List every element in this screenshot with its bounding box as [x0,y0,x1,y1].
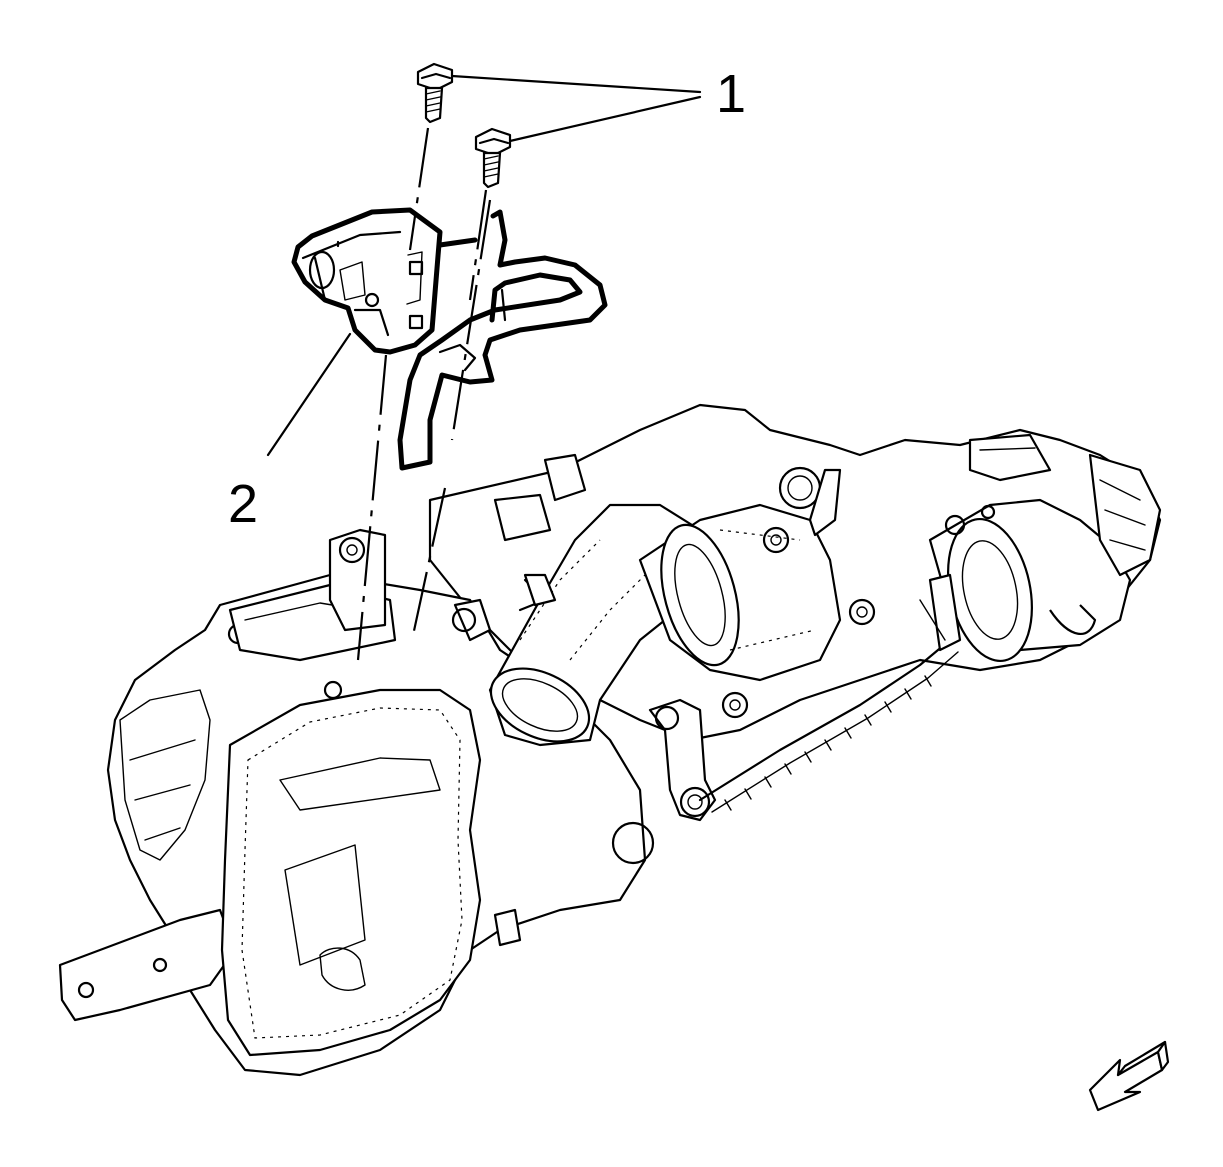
installation-axes [356,127,492,661]
engine-assembly [58,403,1162,1077]
sensor-mount-boss [328,528,387,632]
housing-bolt-hole [323,680,343,700]
sensor-outline [291,207,443,355]
sensor-component-2 [291,207,478,355]
cover-label-area [284,844,366,966]
vacuum-hose [397,209,608,471]
pipe-opening [489,667,591,743]
sensor-connector [308,250,336,290]
callout-1: 1 [716,64,746,124]
bracket-hole [152,957,168,973]
bracket-hole [77,981,95,999]
cover-plate [220,688,482,1057]
lower-boss [611,821,655,865]
callout-2: 2 [228,474,258,534]
bolt-1a [416,62,454,124]
view-direction-arrow-icon [1088,1040,1170,1112]
top-actuator-body [968,433,1052,482]
mounting-bracket [58,908,237,1022]
pipe-sensor [543,453,587,502]
leader-lines [266,74,702,457]
bolt-1b [474,127,512,189]
end-flange [1088,453,1162,577]
toothed-chain [698,638,952,802]
